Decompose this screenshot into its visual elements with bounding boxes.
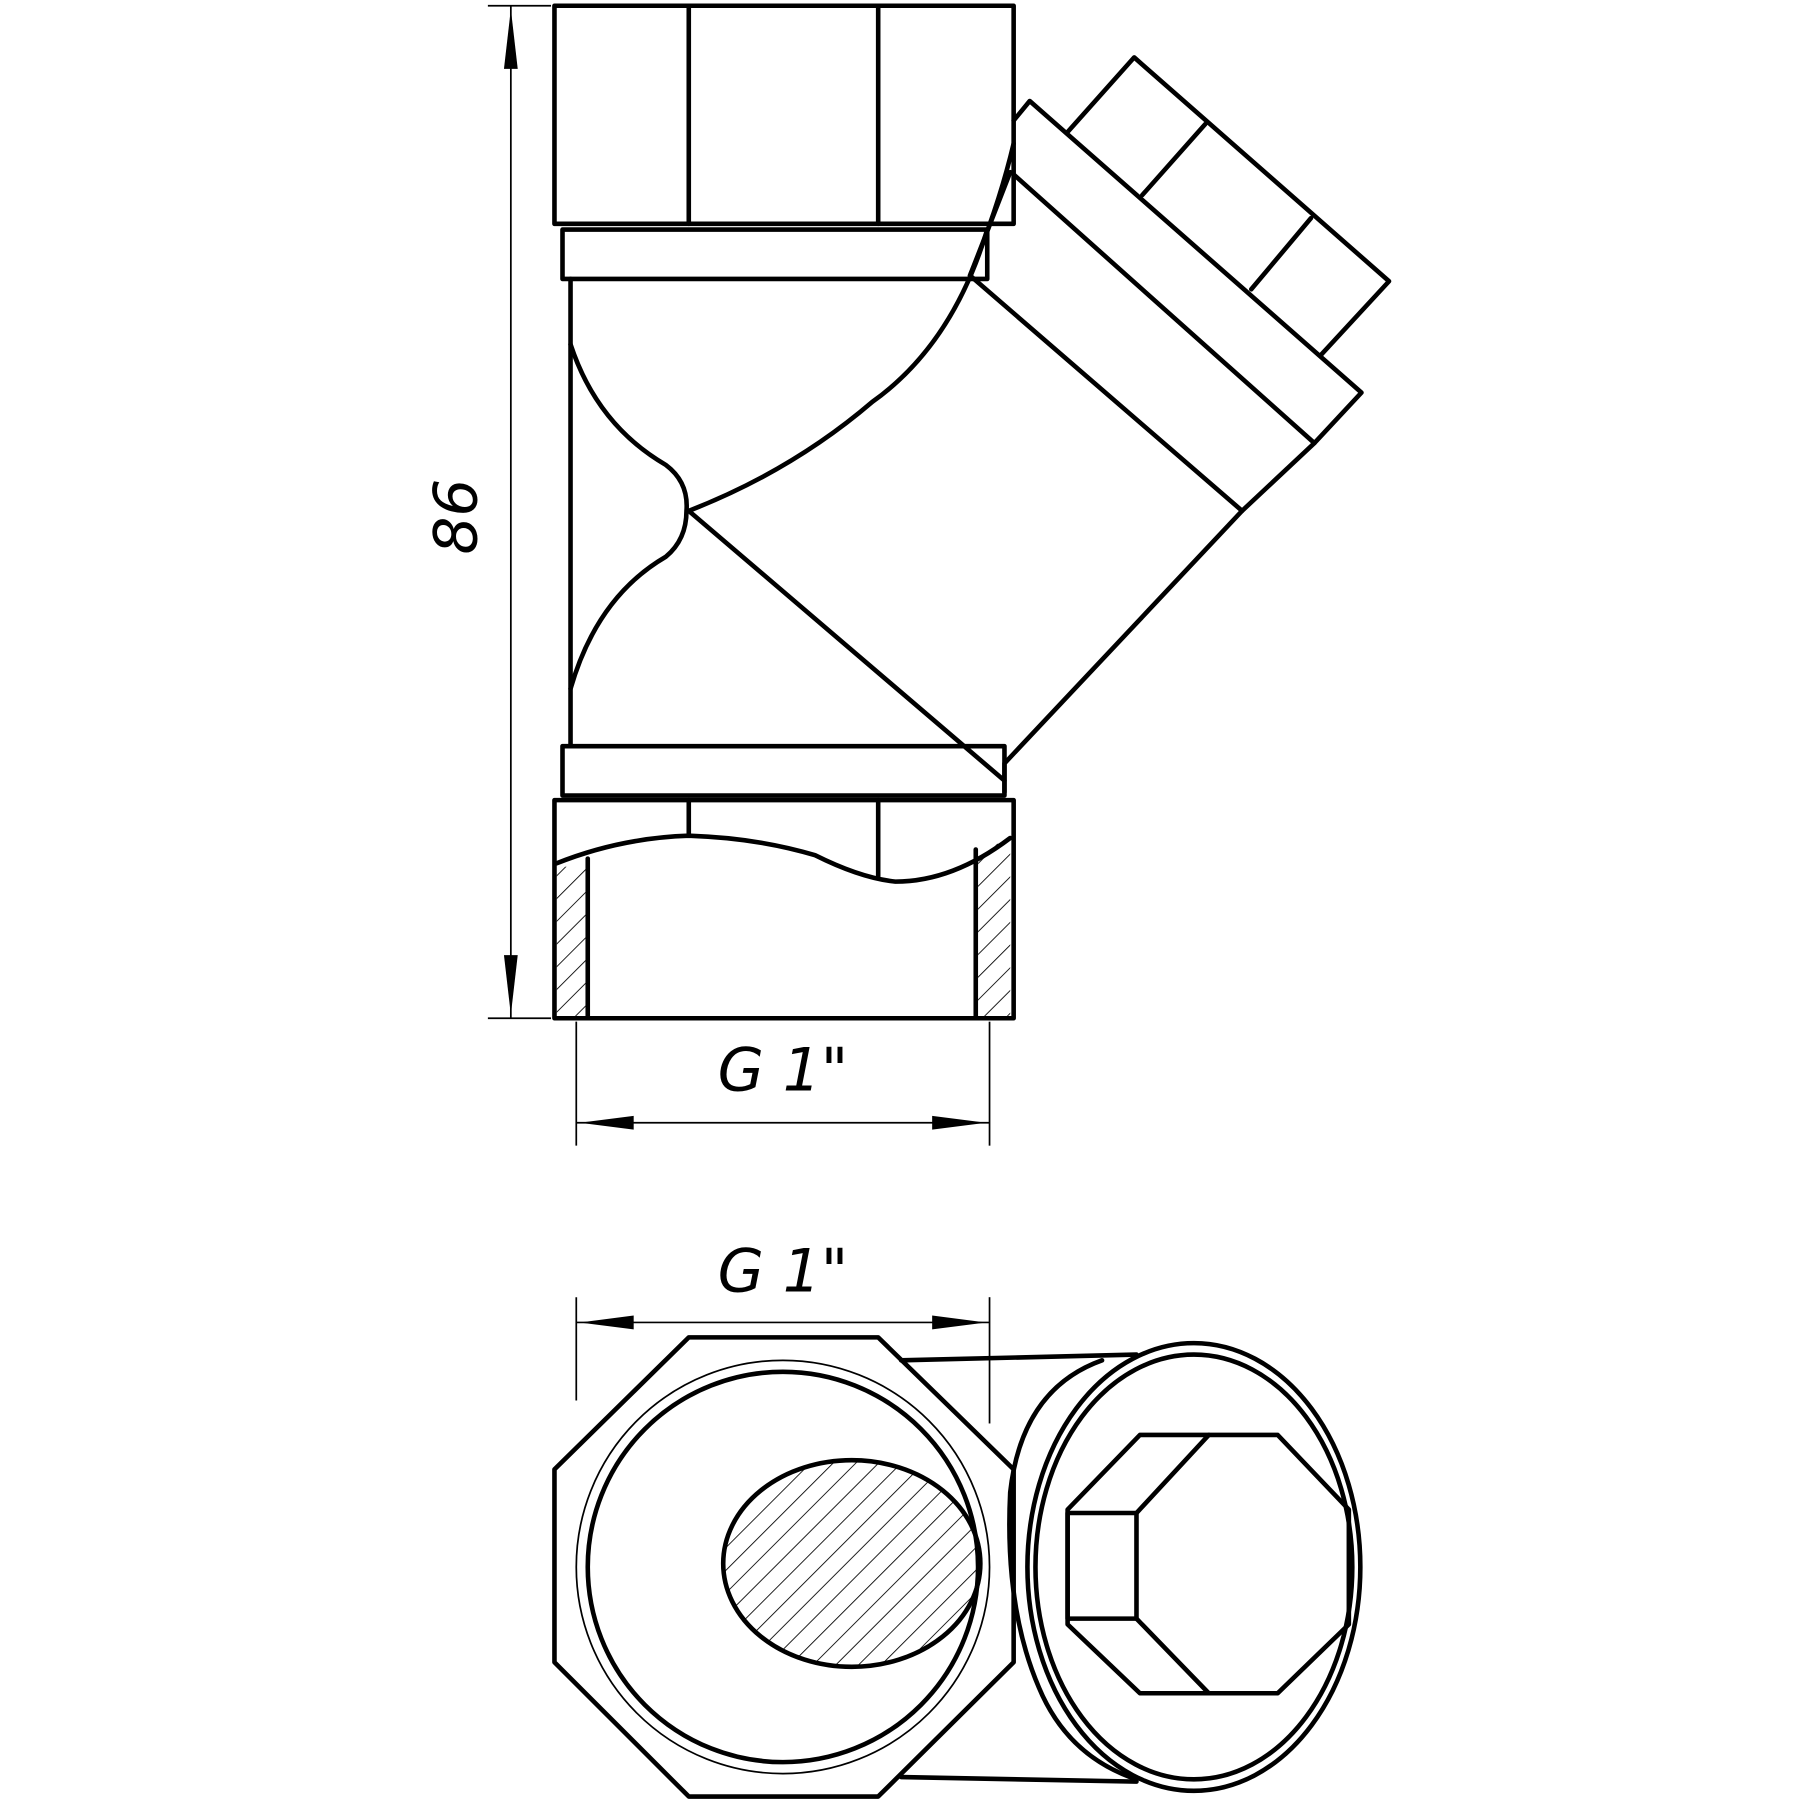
strainer-cap [1065,55,1392,359]
side-view: 86 G 1" [422,3,1392,1146]
section-hatch-right [978,843,1011,1016]
cap-hex [1065,1432,1352,1696]
strainer-plug-hatch [723,1460,981,1667]
end-view: G 1" [552,1237,1363,1799]
side-thread-dimension: G 1" [575,1021,991,1146]
end-thread-dimension: G 1" [575,1237,991,1424]
side-thread-label: G 1" [718,1037,849,1106]
section-hatch-left [556,866,586,1016]
top-hex-nut [552,3,1016,227]
height-dimension-label: 86 [422,479,491,555]
cap-outline [1025,1340,1363,1794]
bottom-collar [560,743,1007,798]
bottom-hex-nut [552,797,1016,1021]
hex-outline [552,1335,1016,1799]
end-thread-label: G 1" [718,1237,849,1306]
height-dimension: 86 [422,4,552,1020]
top-collar [560,227,990,282]
